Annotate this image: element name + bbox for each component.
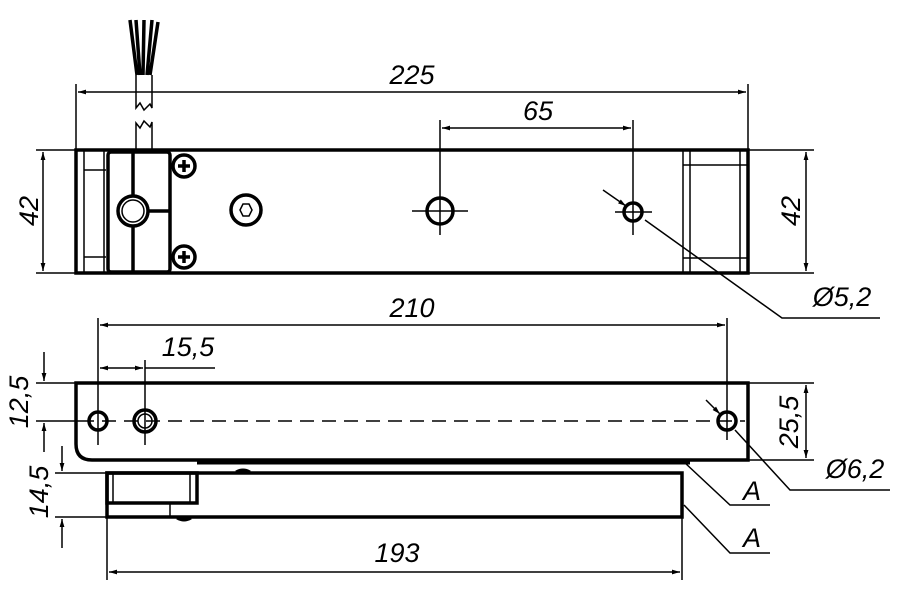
dim-hole-5-2: Ø5,2: [812, 282, 872, 312]
dim-65: 65: [523, 96, 554, 126]
dim-hole-6-2: Ø6,2: [825, 454, 885, 484]
dimensions-side: 210 15,5 12,5 25,5 Ø6,2 A: [4, 293, 890, 506]
dim-210: 210: [388, 293, 434, 323]
wire-bundle: [128, 19, 160, 150]
dim-25-5: 25,5: [774, 395, 804, 450]
section-mark-a-upper: A: [741, 476, 761, 506]
screw-icon: [171, 153, 197, 270]
bottom-view: [105, 468, 684, 522]
hex-bolt-icon: [229, 193, 263, 227]
dim-14-5: 14,5: [24, 465, 54, 519]
dim-12-5: 12,5: [4, 375, 34, 429]
dim-193: 193: [374, 538, 419, 568]
dimensions-top: 225 65 42 42 Ø5,2: [14, 60, 880, 319]
top-view: [74, 120, 750, 275]
dim-42-right: 42: [776, 196, 806, 226]
side-view: [74, 318, 750, 465]
dim-42-left: 42: [14, 196, 44, 226]
dim-225: 225: [388, 60, 435, 90]
dim-15-5: 15,5: [162, 332, 216, 362]
dimensions-bottom: 14,5 193 A: [24, 446, 770, 580]
section-mark-a-lower: A: [741, 523, 761, 553]
